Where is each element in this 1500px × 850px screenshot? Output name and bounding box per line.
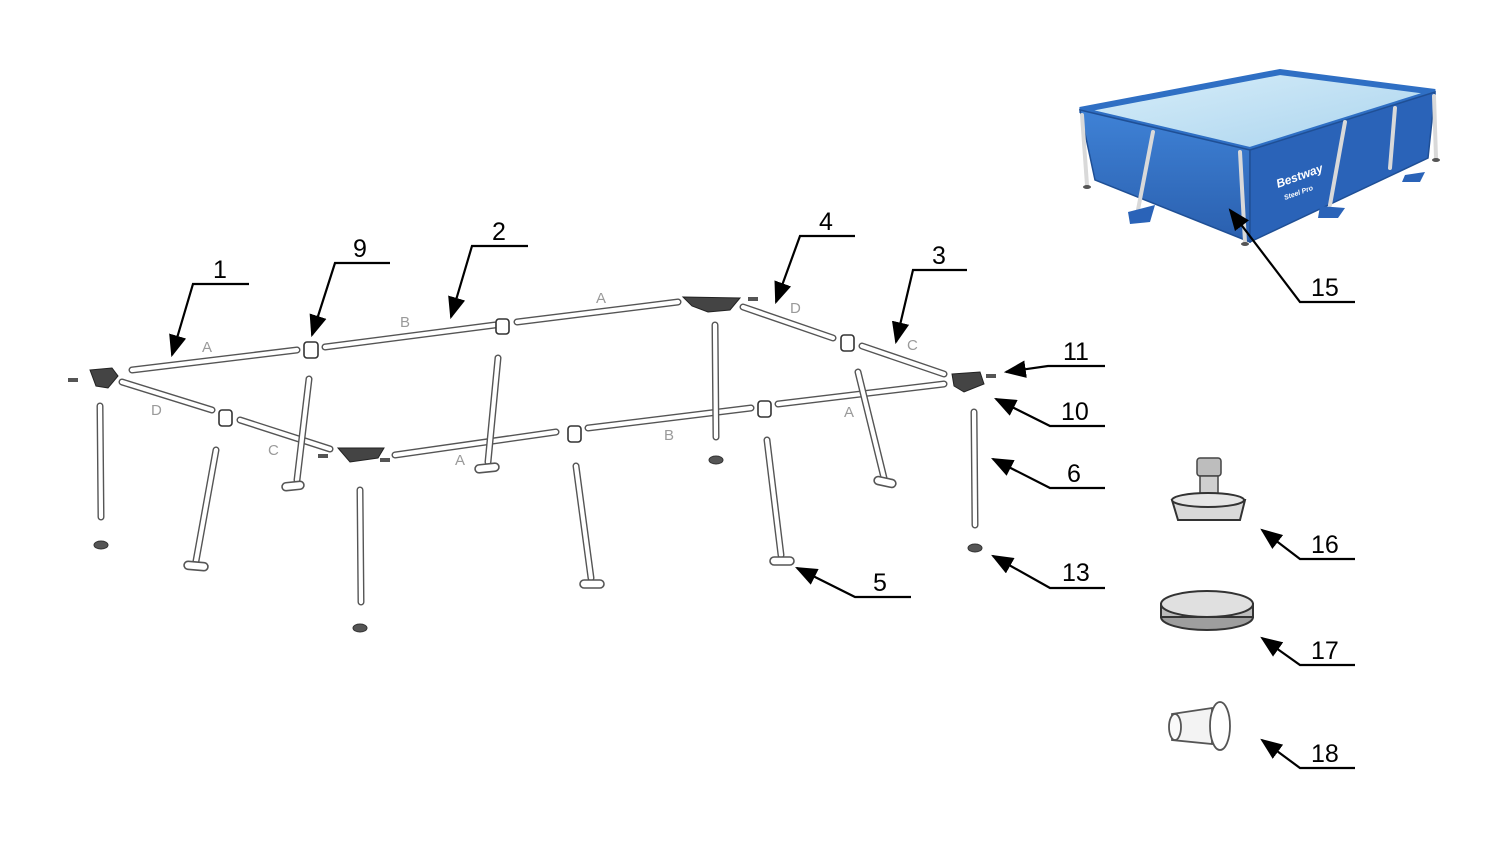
frame-pins bbox=[68, 297, 996, 462]
leader-18 bbox=[1260, 738, 1355, 770]
segment-letter: C bbox=[907, 337, 918, 354]
callout-number-11: 11 bbox=[1063, 338, 1089, 366]
flow-plug-illustration bbox=[1168, 701, 1231, 751]
callout-number-17: 17 bbox=[1311, 637, 1339, 665]
segment-letter: A bbox=[596, 290, 606, 307]
callout-number-2: 2 bbox=[492, 218, 506, 246]
segment-letter: D bbox=[151, 402, 162, 419]
assembled-pool-illustration: Bestway Steel Pro bbox=[1079, 68, 1440, 246]
callout-number-3: 3 bbox=[932, 242, 946, 270]
segment-letter: D bbox=[790, 300, 801, 317]
callout-number-13: 13 bbox=[1062, 559, 1090, 587]
callout-leaders bbox=[169, 208, 1355, 770]
segment-letter: B bbox=[400, 314, 410, 331]
leader-6 bbox=[991, 458, 1105, 490]
callout-number-6: 6 bbox=[1067, 460, 1081, 488]
leader-3 bbox=[891, 268, 967, 345]
segment-letter: A bbox=[844, 404, 854, 421]
leader-11 bbox=[1003, 360, 1105, 378]
callout-number-9: 9 bbox=[353, 235, 367, 263]
frame-top-rails bbox=[118, 298, 948, 459]
callout-numbers: 1 2 3 4 5 6 9 10 11 13 15 16 17 18 bbox=[213, 208, 1339, 768]
corner-joints bbox=[89, 296, 985, 463]
leader-15 bbox=[1228, 208, 1355, 304]
segment-letter: B bbox=[664, 427, 674, 444]
callout-number-4: 4 bbox=[819, 208, 833, 236]
segment-letter: A bbox=[202, 339, 212, 356]
hose-adapter-illustration bbox=[1170, 457, 1247, 521]
leader-17 bbox=[1260, 636, 1355, 667]
leader-16 bbox=[1260, 528, 1355, 561]
callout-number-5: 5 bbox=[873, 569, 887, 597]
t-connectors bbox=[218, 318, 855, 443]
callout-number-16: 16 bbox=[1311, 531, 1339, 559]
callout-number-10: 10 bbox=[1061, 398, 1089, 426]
leader-2 bbox=[448, 244, 528, 320]
leader-4 bbox=[774, 234, 855, 305]
leader-9 bbox=[309, 261, 390, 338]
callout-number-18: 18 bbox=[1311, 740, 1339, 768]
leader-13 bbox=[991, 554, 1105, 590]
segment-letter: C bbox=[268, 442, 279, 459]
segment-letters: A B A D C D C A B A bbox=[151, 290, 918, 469]
callout-number-1: 1 bbox=[213, 256, 227, 284]
leader-10 bbox=[994, 398, 1105, 428]
frame-legs bbox=[96, 321, 979, 606]
strainer-cap-illustration bbox=[1160, 590, 1254, 631]
callout-number-15: 15 bbox=[1311, 274, 1339, 302]
t-foot-supports bbox=[183, 462, 897, 589]
leg-foot-caps bbox=[93, 455, 983, 633]
segment-letter: A bbox=[455, 452, 465, 469]
leader-1 bbox=[169, 282, 249, 358]
leader-5 bbox=[795, 567, 911, 599]
